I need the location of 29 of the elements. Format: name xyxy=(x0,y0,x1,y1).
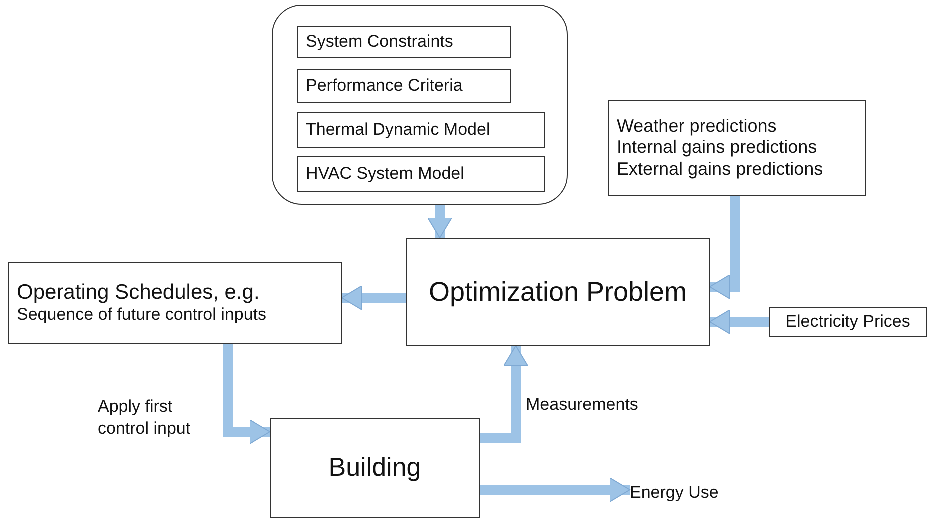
process-box xyxy=(8,262,342,344)
box-text: Building xyxy=(328,452,422,484)
box-text: System Constraints xyxy=(306,32,454,52)
box-text: Internal gains predictions xyxy=(617,137,818,159)
arrow xyxy=(428,205,452,238)
process-box xyxy=(270,418,480,518)
box-text: Optimization Problem xyxy=(428,276,688,308)
box-text: HVAC System Model xyxy=(306,164,464,184)
arrow xyxy=(710,196,740,300)
box-text: Weather predictions xyxy=(617,116,777,138)
process-box xyxy=(297,156,545,192)
arrow xyxy=(223,344,270,444)
arrow xyxy=(710,310,769,334)
process-box xyxy=(769,307,927,337)
box-text: Performance Criteria xyxy=(306,76,463,96)
arrow xyxy=(342,286,406,310)
arrow xyxy=(480,478,630,502)
output-text: Energy Use xyxy=(630,480,740,506)
box-text: Electricity Prices xyxy=(786,312,910,332)
box-text: External gains predictions xyxy=(617,158,824,180)
box-text: Operating Schedules, e.g. xyxy=(17,280,260,306)
process-box xyxy=(406,238,710,346)
model-group-box xyxy=(272,5,568,205)
process-box xyxy=(608,100,866,196)
box-text: Sequence of future control inputs xyxy=(17,305,266,326)
process-box xyxy=(297,26,511,58)
box-text: Thermal Dynamic Model xyxy=(306,120,490,140)
process-box xyxy=(297,112,545,148)
process-box xyxy=(297,69,511,103)
